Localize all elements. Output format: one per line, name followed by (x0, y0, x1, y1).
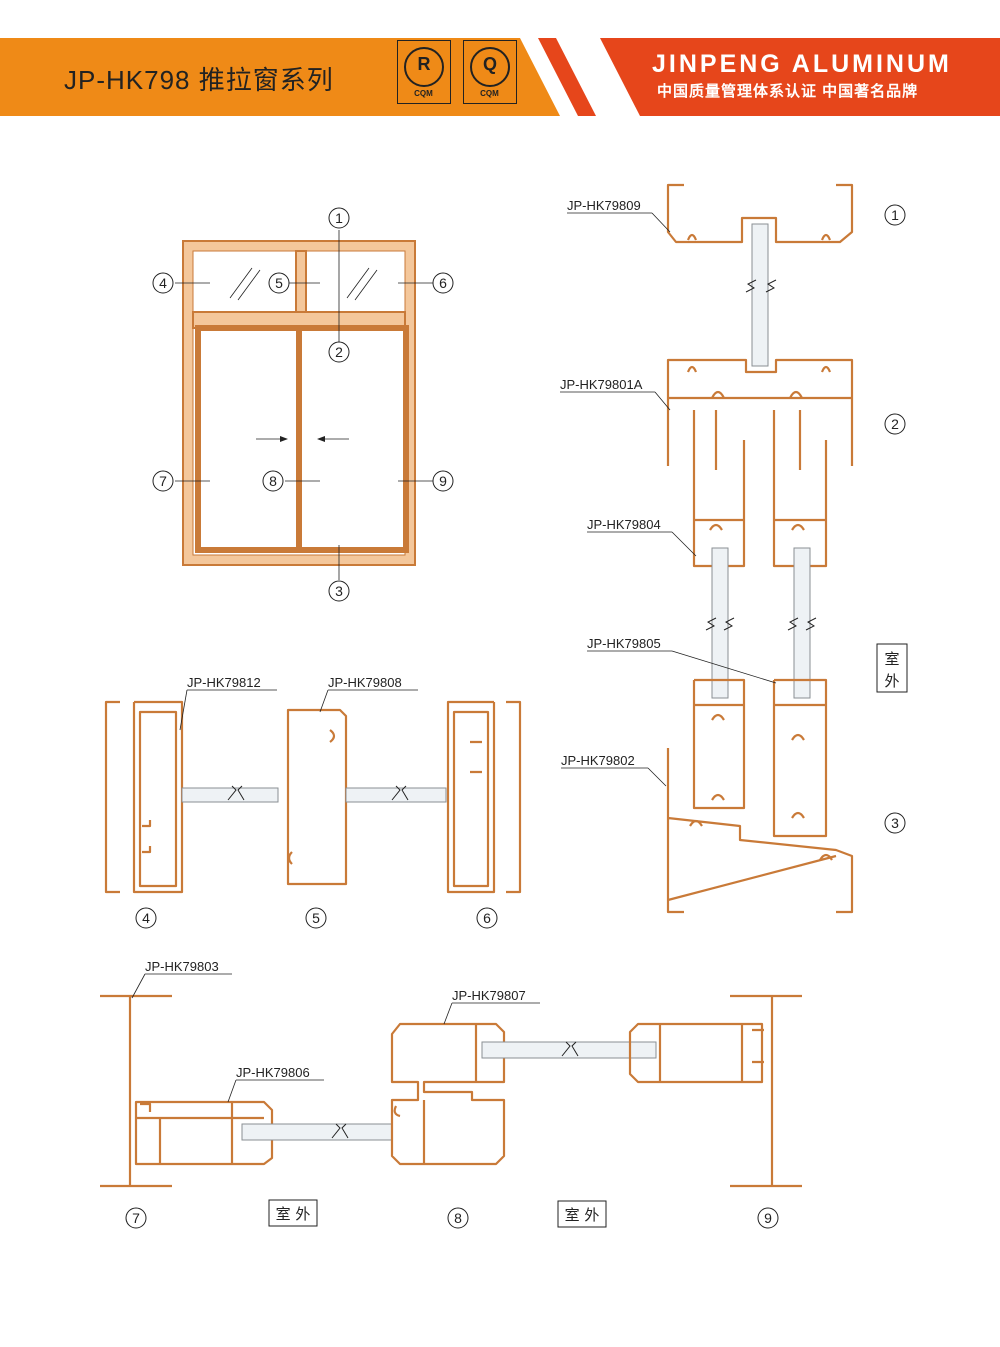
glass-7-8 (241, 1123, 393, 1141)
cert-badge-text: CQM (480, 89, 499, 98)
part-label-79802: JP-HK79802 (561, 753, 635, 768)
profile-79809 (666, 183, 854, 244)
transom-callout-6: 6 (483, 910, 491, 926)
cert-badge-r: R CQM (397, 40, 451, 104)
vertical-section: JP-HK79809 JP-HK79801A JP-HK79804 JP-HK7… (560, 183, 908, 914)
outside-label-box-1 (268, 1199, 318, 1227)
outside-label-box-2 (557, 1200, 607, 1228)
glass-8-9 (481, 1041, 657, 1059)
transom-callout-5: 5 (312, 910, 320, 926)
section-callout-3: 3 (891, 815, 899, 831)
profile-79803 (100, 994, 172, 1188)
profile-9-sash (628, 1022, 764, 1084)
cert-badge-q: Q CQM (463, 40, 517, 104)
profile-79812-right (446, 700, 522, 894)
section-callout-2: 2 (891, 416, 899, 432)
section-callout-1: 1 (891, 207, 899, 223)
profile-79808 (286, 708, 348, 886)
callout-6: 6 (439, 275, 447, 291)
profile-79804-left (692, 410, 746, 568)
profile-79805-left (692, 678, 746, 810)
profile-79806 (134, 1100, 274, 1166)
cert-badge-letter: Q (482, 54, 497, 74)
profile-79812-left (104, 700, 184, 894)
callout-4: 4 (159, 275, 167, 291)
top-mullion (295, 250, 307, 313)
callout-9: 9 (439, 473, 447, 489)
profile-79802 (666, 748, 854, 914)
profile-9-frame (730, 994, 802, 1188)
sash-callout-8: 8 (454, 1210, 462, 1226)
glass-left (711, 547, 729, 699)
callout-7: 7 (159, 473, 167, 489)
glass-top (751, 223, 769, 367)
brand-slogan: 中国质量管理体系认证 中国著名品牌 (657, 83, 919, 100)
callout-5: 5 (275, 275, 283, 291)
callout-1: 1 (335, 210, 343, 226)
sash-section: JP-HK79803 JP-HK79807 JP-HK79806 7 8 9 室… (100, 959, 802, 1229)
part-label-79804: JP-HK79804 (587, 517, 661, 532)
part-label-79808: JP-HK79808 (328, 675, 402, 690)
header-graphic (520, 38, 1000, 116)
elevation-callouts: 1 2 3 4 5 6 7 8 9 (152, 207, 454, 602)
transom-callout-4: 4 (142, 910, 150, 926)
cert-badge-text: CQM (414, 89, 433, 98)
profile-79801a (666, 358, 854, 466)
part-label-79801a: JP-HK79801A (560, 377, 643, 392)
part-label-79805: JP-HK79805 (587, 636, 661, 651)
part-label-79809: JP-HK79809 (567, 198, 641, 213)
glass-right (793, 547, 811, 699)
sash-callout-7: 7 (132, 1210, 140, 1226)
window-elevation (175, 230, 433, 580)
part-label-79806: JP-HK79806 (236, 1065, 310, 1080)
outside-label-box (876, 643, 908, 693)
profile-79805-right (772, 678, 828, 838)
part-label-79807: JP-HK79807 (452, 988, 526, 1003)
callout-3: 3 (335, 583, 343, 599)
outside-label-char-1: 室 (884, 650, 899, 668)
cert-badge-letter: R (417, 54, 431, 74)
outside-label-1: 室 外 (276, 1205, 311, 1223)
transom-section: JP-HK79812 JP-HK79808 4 5 6 (104, 675, 522, 929)
series-title: JP-HK798 推拉窗系列 (64, 65, 334, 95)
outside-label-char-2: 外 (884, 672, 899, 690)
sash-callout-9: 9 (764, 1210, 772, 1226)
callout-2: 2 (335, 344, 343, 360)
glass-4-5 (181, 787, 279, 803)
callout-8: 8 (269, 473, 277, 489)
part-label-79803: JP-HK79803 (145, 959, 219, 974)
sash-right (296, 325, 409, 553)
brand-name: JINPENG ALUMINUM (652, 50, 952, 78)
part-label-79812: JP-HK79812 (187, 675, 261, 690)
outside-label-2: 室 外 (565, 1206, 600, 1224)
page-header: JP-HK798 推拉窗系列 R CQM Q CQM JINPENG ALUMI… (0, 0, 1000, 116)
profile-79807 (390, 1022, 506, 1166)
